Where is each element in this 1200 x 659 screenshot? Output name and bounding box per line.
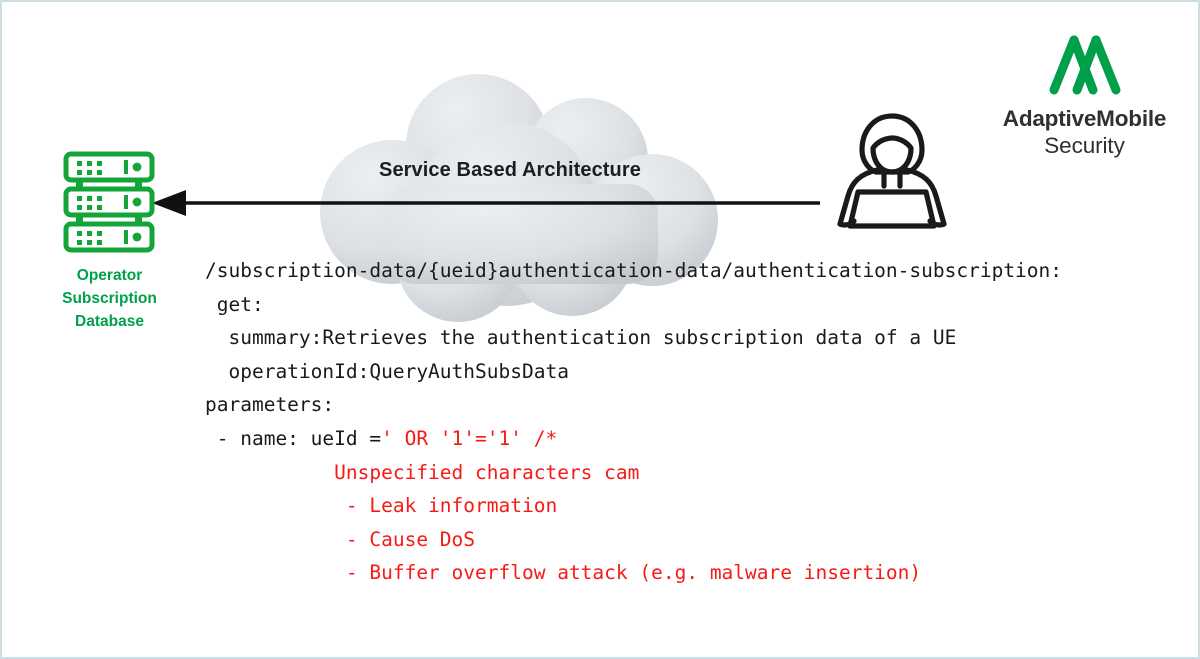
cloud-title: Service Based Architecture [379,159,641,181]
code-injection-text: - Buffer overflow attack (e.g. malware i… [205,561,922,585]
code-line: - Buffer overflow attack (e.g. malware i… [205,556,1185,590]
code-line: - name: ueId =' OR '1'='1' /* [205,422,1185,456]
code-text: operationId:QueryAuthSubsData [205,359,569,383]
db-label-line-3: Database [75,313,144,330]
code-line: - Leak information [205,489,1185,523]
code-line: operationId:QueryAuthSubsData [205,355,1185,389]
operator-subscription-database-label: Operator Subscription Database [22,264,197,333]
code-line: get: [205,288,1185,322]
hooded-hacker-with-laptop-icon [830,110,954,230]
code-injection-text: - Leak information [205,494,558,518]
code-line: parameters: [205,388,1185,422]
code-line: Unspecified characters cam [205,456,1185,490]
logo-subtitle: Security [1044,133,1125,158]
code-line: - Cause DoS [205,523,1185,557]
code-text: /subscription-data/{ueid}authentication-… [205,259,1063,282]
code-injection-text: - Cause DoS [205,527,476,551]
code-injection-text: ' OR '1'='1' /* [381,426,558,450]
code-text: - name: ueId = [205,426,382,450]
code-line: summary:Retrieves the authentication sub… [205,321,1185,355]
api-code-snippet: /subscription-data/{ueid}authentication-… [205,254,1185,590]
code-text: summary:Retrieves the authentication sub… [205,326,957,350]
db-label-line-1: Operator [76,267,143,284]
code-text: get: [205,292,264,316]
adaptivemobile-security-logo: AdaptiveMobile Security [1002,28,1167,173]
db-label-line-2: Subscription [62,290,157,307]
operator-subscription-database-icon [62,150,156,254]
code-injection-text: Unspecified characters cam [205,460,640,484]
code-text: parameters: [205,393,335,417]
data-exfiltration-arrow [152,188,822,218]
code-line: /subscription-data/{ueid}authentication-… [205,254,1185,288]
adaptivemobile-m-mark-icon [1049,35,1120,95]
logo-company-name: AdaptiveMobile [1002,106,1167,131]
